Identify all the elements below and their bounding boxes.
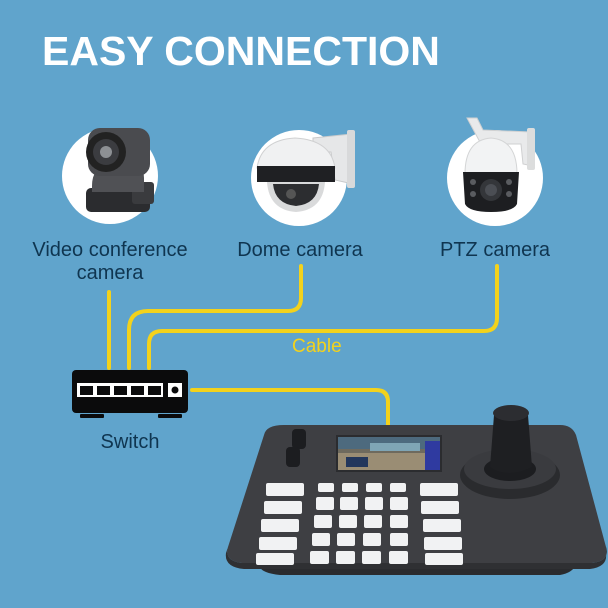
video-conference-camera-label: Video conference camera <box>32 239 188 284</box>
cable-ptz <box>147 264 499 370</box>
cable-controller <box>190 388 390 430</box>
cable-label: Cable <box>292 336 342 357</box>
dome-camera-label: Dome camera <box>237 239 363 261</box>
video-conference-camera <box>62 128 158 224</box>
ptz-camera-icon <box>463 117 535 212</box>
page-title: EASY CONNECTION <box>42 28 440 74</box>
ptz-keyboard-controller <box>225 405 607 575</box>
cable-dome <box>127 264 303 370</box>
switch-label: Switch <box>100 431 160 453</box>
ptz-camera-label: PTZ camera <box>439 239 551 261</box>
video-conference-camera-icon <box>86 128 154 212</box>
ptz-camera <box>447 117 543 226</box>
dome-camera-icon <box>256 130 355 212</box>
network-switch-icon <box>72 370 188 418</box>
dome-camera <box>251 130 355 226</box>
